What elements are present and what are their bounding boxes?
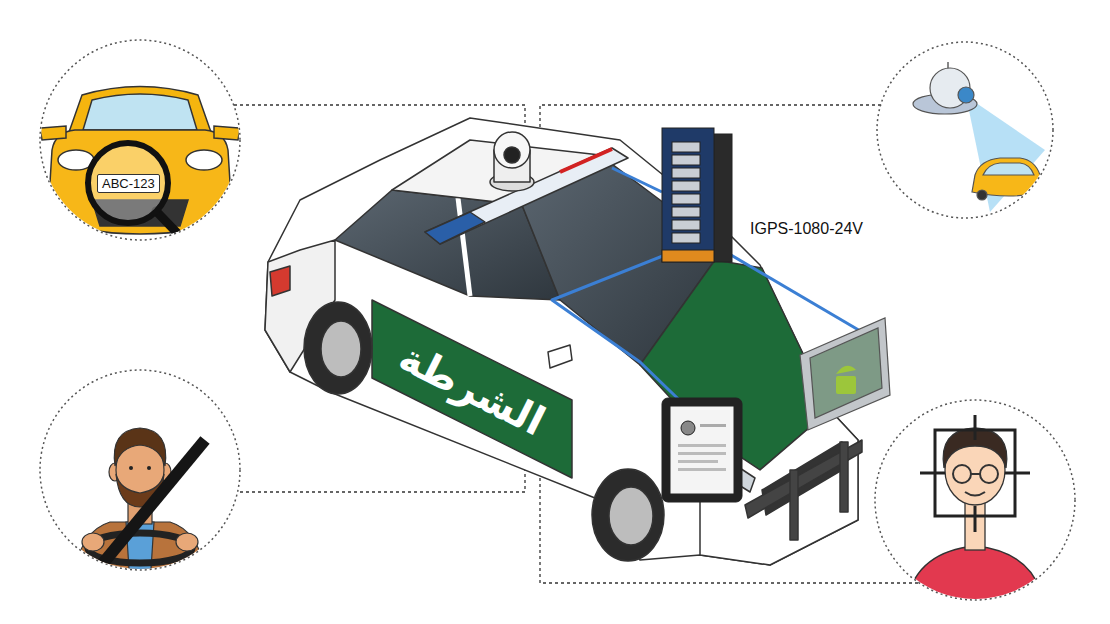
police-car xyxy=(265,118,862,565)
crosshair-part xyxy=(974,415,977,440)
cable xyxy=(612,168,662,192)
driver-icon-part xyxy=(147,466,151,470)
rim xyxy=(609,487,653,545)
dome-camera xyxy=(490,132,534,191)
police-car-part xyxy=(840,442,848,512)
plate-recognition-icon-part xyxy=(156,211,182,238)
device-model-label: IGPS-1080-24V xyxy=(750,220,863,238)
plate-recognition-icon-part xyxy=(48,130,232,234)
camera-icon-part xyxy=(983,163,1034,175)
callout-circle xyxy=(40,40,240,240)
police-car-part xyxy=(790,470,798,540)
license-plate: ABC-123 xyxy=(97,174,160,193)
ethernet-switch-part-part xyxy=(672,181,700,191)
driver-icon xyxy=(72,428,208,585)
crosshair xyxy=(920,415,1030,532)
ethernet-switch-part xyxy=(662,128,714,262)
camera-icon xyxy=(913,62,1045,212)
tablet-part xyxy=(678,452,726,455)
plate-recognition-icon xyxy=(40,87,240,239)
android-monitor-part xyxy=(836,366,856,374)
tablet-part xyxy=(678,468,726,471)
dome-camera-part xyxy=(504,147,520,163)
ethernet-switch-part xyxy=(714,134,732,262)
ethernet-switch-part-part xyxy=(672,207,700,217)
crosshair-part xyxy=(974,506,977,532)
ethernet-switch-part-part xyxy=(672,168,700,178)
tablet-part xyxy=(670,406,734,494)
ethernet-switch-part-part xyxy=(672,220,700,230)
android-monitor-part xyxy=(800,318,890,430)
crosshair-part xyxy=(935,430,1015,516)
ethernet-switch-part xyxy=(662,250,714,262)
face-recognition-icon-part xyxy=(965,500,985,550)
police-car-part xyxy=(425,212,485,244)
tablet-part xyxy=(681,421,695,435)
tail-light xyxy=(270,266,290,296)
driver-icon-part xyxy=(72,522,208,585)
ethernet-switch-part-part xyxy=(672,194,700,204)
push-bar xyxy=(745,440,862,518)
face-recognition-icon-part xyxy=(971,473,980,475)
tablet-part xyxy=(678,460,718,463)
driver-icon-part xyxy=(114,428,165,466)
leader-lines xyxy=(234,105,919,583)
plate-recognition-icon-part xyxy=(83,94,197,130)
android-monitor xyxy=(800,318,890,430)
plate-recognition-icon-part xyxy=(40,126,66,140)
plate-recognition-icon-part xyxy=(214,126,240,140)
plate-recognition-icon-part xyxy=(68,87,212,136)
face-recognition-icon-part xyxy=(980,465,998,483)
ethernet-switch-part-part xyxy=(672,233,700,243)
android-monitor-part xyxy=(836,376,856,394)
tablet-part xyxy=(700,424,726,427)
ethernet-switch xyxy=(662,128,732,262)
ethernet-switch-part xyxy=(672,142,700,243)
tablet-part xyxy=(678,444,726,447)
face-recognition-icon-part xyxy=(965,492,985,496)
wheel xyxy=(592,469,664,561)
tablet xyxy=(662,398,742,502)
camera-icon-part xyxy=(966,96,1045,212)
ethernet-switch-part-part xyxy=(672,142,700,152)
android-monitor-part xyxy=(810,328,882,418)
plate-recognition-icon-part xyxy=(186,150,222,170)
driver-icon-part xyxy=(176,533,198,551)
wheel xyxy=(304,302,372,394)
callout-circle xyxy=(877,42,1053,218)
driver-icon-part xyxy=(85,440,205,585)
crosshair-part xyxy=(1005,472,1030,475)
face-recognition-icon xyxy=(905,415,1045,610)
rim xyxy=(321,321,361,377)
tablet-part xyxy=(662,398,742,502)
callout-circles xyxy=(40,40,1075,600)
ethernet-switch-part-part xyxy=(672,155,700,165)
camera-icon-part xyxy=(958,87,974,103)
crosshair-part xyxy=(920,472,945,475)
plate-recognition-icon-part xyxy=(88,143,168,223)
police-car-part xyxy=(560,149,612,172)
dome-camera-part xyxy=(494,132,530,168)
light-bar xyxy=(425,148,628,244)
camera-icon-part xyxy=(977,190,987,200)
cable xyxy=(714,245,862,332)
police-lettering: الشرطة xyxy=(392,333,552,444)
mirror xyxy=(548,345,572,368)
green-side-panel xyxy=(372,300,572,478)
driver-icon-part xyxy=(129,466,133,470)
camera-icon-part xyxy=(1029,190,1039,200)
face-recognition-icon-part xyxy=(953,465,971,483)
driver-icon-part xyxy=(82,533,104,551)
face-recognition-icon-part xyxy=(905,546,1045,610)
cable xyxy=(552,255,700,420)
plate-text: ABC-123 xyxy=(102,176,155,191)
